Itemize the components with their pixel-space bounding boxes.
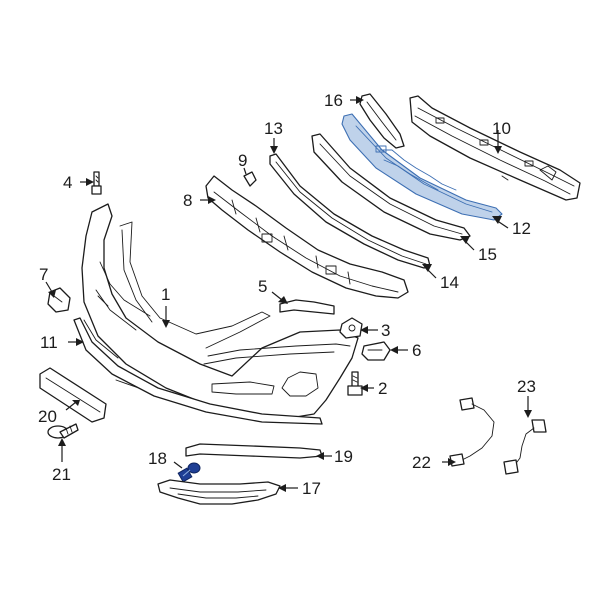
part-1-bumper-cover	[81, 203, 359, 419]
callout-12: 12	[512, 219, 531, 238]
callout-23: 23	[517, 377, 536, 396]
part-16-garnish	[359, 93, 405, 149]
part-8-energy-absorber	[205, 175, 409, 299]
part-4-stud	[91, 171, 102, 195]
part-3-retainer	[339, 317, 363, 339]
part-19-lower-molding	[185, 443, 323, 459]
callout-7: 7	[39, 265, 48, 284]
callout-19: 19	[334, 447, 353, 466]
part-21-screw	[47, 423, 79, 439]
callout-8: 8	[183, 191, 192, 210]
part-20-plate-bracket	[39, 367, 107, 423]
callout-22: 22	[412, 453, 431, 472]
part-22-sensor-harness	[449, 397, 495, 467]
callout-3: 3	[381, 321, 390, 340]
callout-14: 14	[440, 273, 459, 292]
callout-13: 13	[264, 119, 283, 138]
callout-5: 5	[258, 277, 267, 296]
callout-17: 17	[302, 479, 321, 498]
part-2-bolt	[347, 371, 363, 396]
callout-9: 9	[238, 151, 247, 170]
part-23-sensor-harness	[503, 419, 547, 475]
callout-6: 6	[412, 341, 421, 360]
callout-labels: 1 2 3 4 5 6 7 8 9 10 11 12 13 14 15 16 1…	[38, 91, 536, 498]
callout-4: 4	[63, 173, 72, 192]
callout-11: 11	[40, 333, 58, 352]
leader-lines	[45, 96, 532, 492]
callout-21: 21	[52, 465, 71, 484]
callout-20: 20	[38, 407, 57, 426]
part-6-bracket	[361, 341, 391, 361]
part-17-lower-garnish	[157, 479, 281, 505]
callout-10: 10	[492, 119, 511, 138]
part-9-clip	[243, 171, 257, 187]
callout-18: 18	[148, 449, 167, 468]
part-18-bolt-highlighted	[177, 462, 201, 483]
part-5-bracket	[279, 299, 335, 315]
part-12-upper-grille	[341, 113, 503, 221]
part-11-lower-lip	[73, 317, 323, 425]
callout-1: 1	[161, 285, 170, 304]
callout-2: 2	[378, 379, 387, 398]
callout-16: 16	[324, 91, 343, 110]
callout-15: 15	[478, 245, 497, 264]
